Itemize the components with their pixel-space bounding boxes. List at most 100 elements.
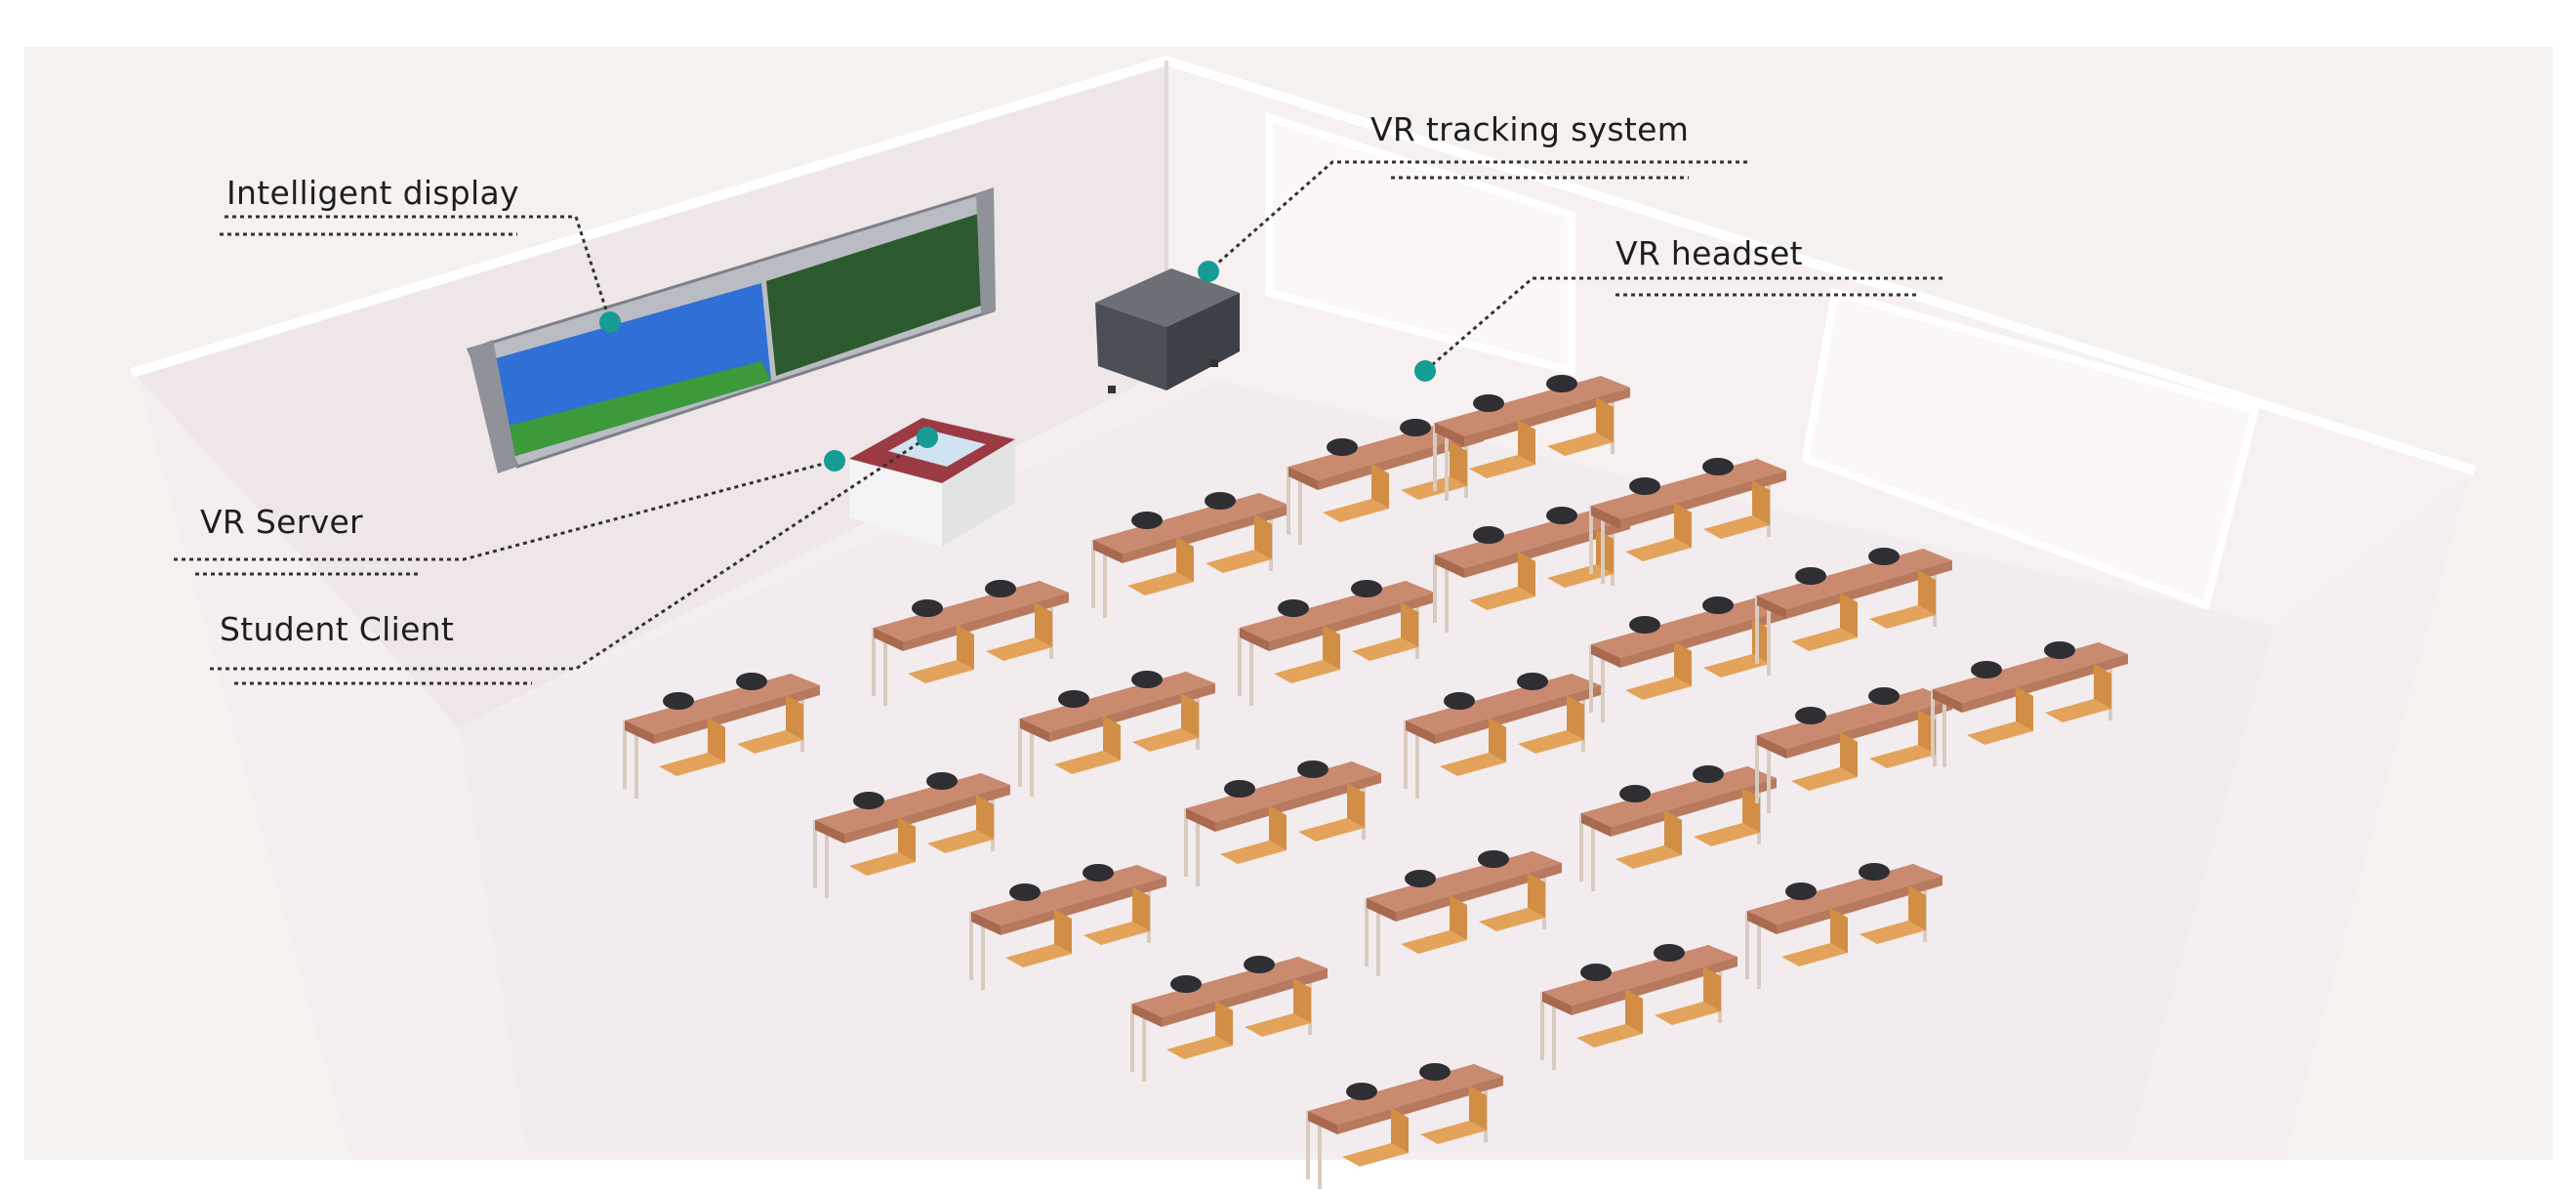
vr-headset-icon (1083, 864, 1114, 882)
server-cabinet-icon (1095, 268, 1240, 393)
vr-headset-icon (1297, 760, 1329, 778)
vr-headset-icon (1693, 765, 1724, 783)
chair-icon (1703, 654, 1770, 678)
window-2 (1801, 287, 2260, 611)
student-desk-icon (813, 772, 1010, 898)
chair-icon (1547, 432, 1614, 456)
vr-headset-icon (1473, 394, 1504, 412)
vr-headset-icon (1580, 964, 1612, 981)
chair-icon (737, 730, 803, 754)
student-desk-icon (1433, 375, 1630, 501)
vr-headset-icon (1170, 975, 1202, 993)
vr-headset-icon (1546, 375, 1577, 392)
student-desk-icon (1579, 765, 1777, 891)
vr-headset-icon (1859, 863, 1890, 881)
chair-icon (1791, 767, 1858, 791)
leader-intelligent-display (225, 215, 612, 323)
vr-headset-icon (1971, 661, 2002, 678)
student-desk-icon (1404, 673, 1601, 799)
student-desk-icon (1287, 419, 1484, 545)
chair-icon (1084, 922, 1150, 945)
chair-icon (1166, 1036, 1233, 1059)
vr-headset-icon (1244, 956, 1275, 973)
vr-headset-icon (1131, 512, 1163, 529)
label-vr-tracking-system: VR tracking system (1370, 110, 1690, 148)
vr-headset-icon (1654, 944, 1685, 962)
student-desk-icon (623, 673, 820, 799)
chair-icon (1869, 745, 1936, 768)
vr-headset-icon (1785, 883, 1817, 900)
student-desk-icon (1184, 760, 1381, 886)
vr-headset-icon (1405, 870, 1436, 887)
callout-dot-vr-headset (1414, 360, 1436, 382)
chair-icon (1420, 1121, 1487, 1144)
chair-icon (1245, 1013, 1311, 1037)
callout-dot-vr-server (824, 450, 845, 472)
chair-icon (1352, 637, 1418, 661)
chair-icon (1967, 721, 2033, 745)
vr-headset-icon (1131, 671, 1163, 688)
chair-icon (1615, 845, 1682, 869)
chair-icon (1469, 587, 1535, 610)
chair-icon (1323, 499, 1389, 522)
vr-headset-icon (1278, 599, 1309, 617)
window-1 (1265, 111, 1575, 377)
chair-icon (1625, 538, 1692, 561)
label-student-client: Student Client (220, 610, 455, 648)
vr-headset-icon (1327, 438, 1358, 456)
leader-vr-server (174, 459, 836, 561)
chair-icon (1274, 660, 1340, 683)
chair-icon (1440, 753, 1506, 776)
smart-board-icon (466, 187, 996, 473)
chair-icon (1703, 515, 1770, 539)
student-desk-icon (1433, 507, 1630, 633)
vr-headset-icon (663, 692, 694, 710)
vr-headset-icon (1205, 492, 1236, 510)
chair-icon (2045, 699, 2111, 722)
chair-icon (1694, 823, 1760, 846)
callout-lines (174, 160, 1942, 685)
student-desk-icon (872, 580, 1069, 706)
vr-headset-icon (912, 599, 943, 617)
vr-headset-icon (1419, 1063, 1451, 1081)
chair-icon (986, 637, 1052, 661)
chair-icon (1127, 572, 1194, 596)
callout-dot-intelligent-display (599, 311, 621, 333)
vr-headset-icon (1868, 687, 1900, 705)
callout-dot-student-client (917, 427, 938, 448)
chair-icon (1518, 730, 1584, 754)
leader-vr-tracking-system (1207, 160, 1747, 273)
vr-headset-icon (985, 580, 1016, 597)
student-desk-icon (1589, 458, 1786, 584)
chair-icon (1220, 841, 1287, 864)
vr-headset-icon (1619, 785, 1651, 802)
vr-headset-icon (1224, 780, 1255, 798)
label-vr-server: VR Server (200, 503, 363, 541)
student-desk-icon (1238, 580, 1435, 706)
chair-icon (1469, 455, 1535, 478)
chair-icon (1206, 550, 1272, 573)
label-vr-headset: VR headset (1615, 234, 1803, 272)
chair-icon (1576, 1024, 1643, 1047)
callout-dot-vr-tracking-system (1198, 261, 1219, 282)
chair-icon (1298, 818, 1365, 842)
chair-icon (1860, 921, 1926, 944)
vr-headset-icon (926, 772, 958, 790)
vr-headset-icon (1517, 673, 1548, 690)
vr-headset-icon (2044, 641, 2075, 659)
vr-headset-icon (1351, 580, 1382, 597)
vr-headset-icon (1473, 526, 1504, 544)
vr-headset-icon (1795, 707, 1826, 724)
student-desk-icon (1306, 1063, 1503, 1189)
vr-headset-icon (1478, 850, 1509, 868)
vr-headset-icon (1058, 690, 1089, 708)
chair-icon (1401, 930, 1467, 954)
vr-headset-icon (1444, 692, 1475, 710)
chair-icon (908, 660, 974, 683)
student-desk-icon (1091, 492, 1288, 618)
chair-icon (849, 852, 916, 876)
chair-icon (1005, 944, 1072, 967)
student-desk-icon (969, 864, 1166, 990)
leader-vr-headset (1424, 276, 1942, 373)
